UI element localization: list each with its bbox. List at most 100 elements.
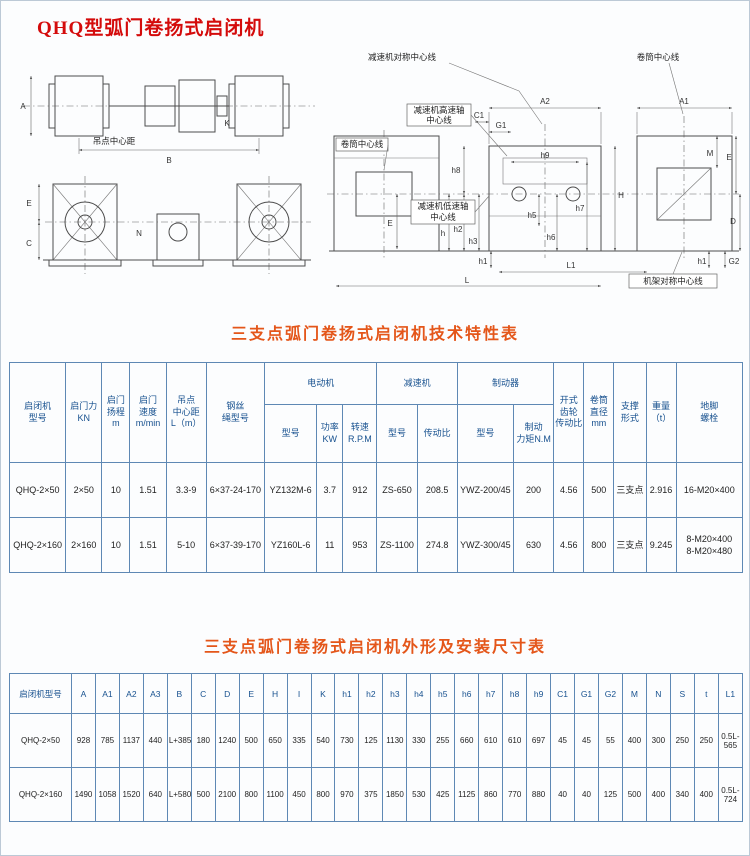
table-cell: 1850 xyxy=(382,767,408,822)
table-cell: 180 xyxy=(190,713,216,768)
column-header-motor-rpm: 转速 R.P.M xyxy=(342,404,378,463)
table-cell: 928 xyxy=(71,713,96,768)
reducer-high-speed-label: 减速机高速轴 xyxy=(413,105,464,115)
table-cell: 375 xyxy=(358,767,384,822)
column-header: h1 xyxy=(334,673,360,714)
table-cell: 2×160 xyxy=(65,517,103,573)
column-header: A xyxy=(71,673,96,714)
reducer-symmetry-label: 减速机对称中心线 xyxy=(368,52,437,62)
table-cell: QHQ-2×160 xyxy=(9,767,72,822)
table-cell: 55 xyxy=(597,713,623,768)
table-cell: 16-M20×400 xyxy=(675,462,744,518)
dim-label-l1: L1 xyxy=(567,261,576,270)
table-cell: 770 xyxy=(502,767,528,822)
column-header: C1 xyxy=(550,673,576,714)
dim-label-d: D xyxy=(730,217,736,226)
dim-label-hh: H xyxy=(618,191,624,200)
column-header: C xyxy=(190,673,216,714)
dim-label-h1-left: h1 xyxy=(479,257,488,266)
column-header: N xyxy=(645,673,671,714)
table-cell: 1.51 xyxy=(129,517,167,573)
table-cell: 330 xyxy=(406,713,432,768)
table-cell: 125 xyxy=(358,713,384,768)
column-header-span: 吊点 中心距 L（m） xyxy=(165,362,207,463)
table-cell: 250 xyxy=(693,713,719,768)
column-header: t xyxy=(693,673,719,714)
tech-table-title: 三支点弧门卷扬式启闭机技术特性表 xyxy=(230,326,519,343)
table-cell: 6×37-24-170 xyxy=(205,462,266,518)
table-cell: 45 xyxy=(550,713,576,768)
table-cell: 274.8 xyxy=(416,517,458,573)
table-cell: 660 xyxy=(454,713,480,768)
table-cell: 340 xyxy=(669,767,695,822)
table-cell: 912 xyxy=(342,462,378,518)
column-header: G1 xyxy=(574,673,599,714)
tech-table: 启闭机 型号 启门力 KN 启门 扬程 m 启门 速度 m/min 吊点 中心距… xyxy=(8,362,744,573)
dim-label-e-right: E xyxy=(726,153,731,162)
column-header-brake-model: 型号 xyxy=(456,404,514,463)
table-cell: 697 xyxy=(526,713,552,768)
table-cell: 800 xyxy=(583,517,615,573)
table-cell: 8-M20×400 8-M20×480 xyxy=(675,517,744,573)
dim-table-title: 三支点弧门卷扬式启闭机外形及安装尺寸表 xyxy=(203,639,546,656)
table-cell: 9.245 xyxy=(645,517,677,573)
column-header: I xyxy=(286,673,312,714)
table-cell: 2×50 xyxy=(65,462,103,518)
column-header-motor-power: 功率 KW xyxy=(316,404,344,463)
column-header: h4 xyxy=(406,673,432,714)
table-cell: L+385 xyxy=(166,713,192,768)
table-cell: QHQ-2×160 xyxy=(8,517,67,573)
table-cell: 0.5L-724 xyxy=(717,767,744,822)
column-header-open-gear: 开式 齿轮 传动比 xyxy=(553,362,585,463)
dim-label-e-elev: E xyxy=(387,219,392,228)
table-cell: QHQ-2×50 xyxy=(9,713,72,768)
dim-label-n: N xyxy=(136,229,142,238)
dim-label-e-front: E xyxy=(26,199,31,208)
table-cell: 1240 xyxy=(214,713,240,768)
table-cell: 10 xyxy=(101,517,131,573)
table-cell: 3.3-9 xyxy=(165,462,207,518)
table-cell: 1490 xyxy=(71,767,96,822)
table-cell: 11 xyxy=(316,517,344,573)
table-cell: YZ132M-6 xyxy=(263,462,318,518)
table-cell: 4.56 xyxy=(553,462,585,518)
table-cell: 0.5L-565 xyxy=(717,713,744,768)
table-cell: 610 xyxy=(502,713,528,768)
column-header: 启闭机型号 xyxy=(9,673,72,714)
dim-label-m: M xyxy=(707,149,714,158)
table-cell: 40 xyxy=(550,767,576,822)
table-cell: 650 xyxy=(262,713,288,768)
table-cell: 640 xyxy=(142,767,168,822)
reducer-low-speed-label: 减速机低速轴 xyxy=(417,201,468,211)
column-header-support: 支撑 形式 xyxy=(613,362,647,463)
table-cell: 5-10 xyxy=(165,517,207,573)
table-cell: ZS-650 xyxy=(376,462,418,518)
table-cell: 2100 xyxy=(214,767,240,822)
column-header: A1 xyxy=(94,673,120,714)
table-cell: 540 xyxy=(310,713,336,768)
table-cell: 880 xyxy=(526,767,552,822)
table-cell: 40 xyxy=(574,767,599,822)
dim-label-c-front: C xyxy=(26,239,32,248)
column-header-weight: 重量 （t） xyxy=(645,362,677,463)
table-cell: YWZ-300/45 xyxy=(456,517,514,573)
table-cell: 440 xyxy=(142,713,168,768)
dim-label-g1: G1 xyxy=(496,121,507,130)
table-cell: 450 xyxy=(286,767,312,822)
dim-label-h3: h3 xyxy=(469,237,478,246)
column-header: h9 xyxy=(526,673,552,714)
table-cell: 125 xyxy=(597,767,623,822)
table-cell: 1130 xyxy=(382,713,408,768)
table-cell: ZS-1100 xyxy=(376,517,418,573)
table-cell: 1125 xyxy=(454,767,480,822)
dim-label-h2: h2 xyxy=(454,225,463,234)
column-header: D xyxy=(214,673,240,714)
column-header: B xyxy=(166,673,192,714)
table-cell: 630 xyxy=(512,517,555,573)
column-header-force: 启门力 KN xyxy=(65,362,103,463)
dim-label-a2: A2 xyxy=(540,97,550,106)
